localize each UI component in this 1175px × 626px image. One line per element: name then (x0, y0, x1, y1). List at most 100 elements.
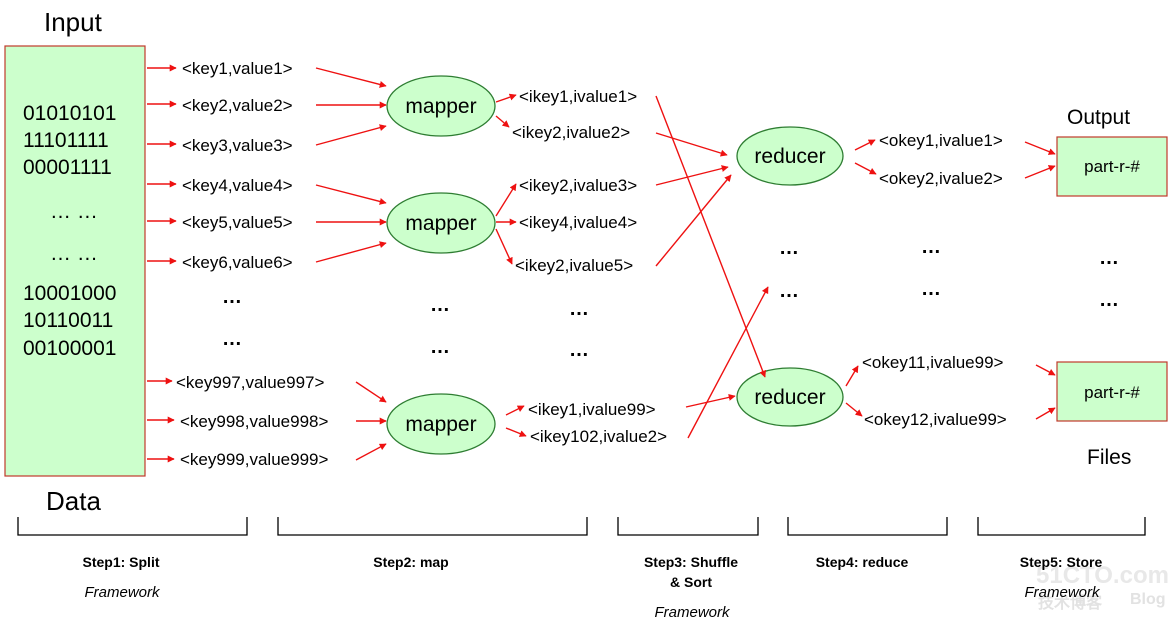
flow-arrows (147, 64, 1056, 463)
arrow-shuffle-4 (655, 174, 732, 267)
input-ellipsis-1: … … (50, 200, 98, 223)
split-kv-4: <key4,value4> (182, 176, 293, 195)
reducer-node-1 (736, 126, 844, 186)
input-binary-1: 01010101 (23, 102, 116, 125)
input-block (4, 45, 146, 477)
output-heading: Output (1067, 106, 1130, 129)
arrow-split-mapper-4 (315, 184, 387, 205)
arrow-reducer1-out1 (854, 139, 876, 151)
split-kv-999: <key999,value999> (180, 450, 328, 469)
arrow-mapper1-out2 (495, 115, 510, 128)
arrow-split-mapper-6 (315, 241, 387, 263)
mapper-label-3: mapper (405, 413, 476, 436)
reducer-label-1: reducer (754, 145, 825, 168)
split-kv-997: <key997,value997> (176, 373, 324, 392)
mapper-label-2: mapper (405, 212, 476, 235)
arrow-reducer2-out11 (845, 365, 859, 387)
watermark-sub: 技术博客 (1038, 593, 1103, 612)
input-binary-4: 10001000 (23, 282, 116, 305)
step5-label: Step5: Store (1020, 554, 1103, 570)
reduce-out-11: <okey11,ivalue99> (862, 353, 1004, 372)
reduce-out-12: <okey12,ivalue99> (864, 410, 1007, 429)
arrow-out2-part1 (1024, 165, 1056, 179)
split-kv-2: <key2,value2> (182, 96, 293, 115)
map-out-4: <ikey4,ivalue4> (519, 213, 637, 232)
input-binary-3: 00001111 (23, 156, 112, 179)
arrow-reducer2-out12 (845, 402, 863, 417)
arrow-shuffle-6 (687, 286, 769, 439)
arrow-mapper3-out6 (505, 405, 525, 416)
step4-label: Step4: reduce (816, 554, 909, 570)
step4-bracket (787, 517, 948, 536)
arrow-split-mapper-1 (315, 67, 387, 88)
mapper-node-1 (386, 75, 496, 137)
step5-bracket (977, 517, 1146, 536)
input-binary-5: 10110011 (23, 309, 113, 332)
mapper-node-3 (386, 393, 496, 455)
input-heading: Input (44, 7, 103, 37)
reducer-node-2 (736, 367, 844, 427)
arrow-mapper2-out5 (495, 228, 513, 265)
step3-bracket (617, 517, 759, 536)
split-kv-5: <key5,value5> (182, 213, 293, 232)
arrow-shuffle-1 (655, 95, 766, 378)
mapper-label-1: mapper (405, 95, 476, 118)
split-kv-998: <key998,value998> (180, 412, 328, 431)
arrow-out1-part1 (1024, 141, 1056, 155)
input-binary-6: 00100001 (23, 337, 116, 360)
step3-label: Step3: Shuffle (644, 554, 738, 570)
data-heading: Data (46, 486, 101, 516)
step5-framework: Framework (1024, 584, 1101, 601)
reduce-out-1: <okey1,ivalue1> (879, 131, 1003, 150)
step2-bracket (277, 517, 588, 536)
ellipsis-reducer-2: … (779, 280, 800, 302)
output-part-file-2 (1056, 361, 1168, 422)
ellipsis-mapout-1: … (569, 298, 590, 320)
arrow-split-mapper-3 (315, 124, 387, 146)
output-part-label-2: part-r-# (1084, 383, 1140, 402)
ellipsis-output-2: … (1099, 289, 1120, 311)
split-kv-1: <key1,value1> (182, 59, 293, 78)
arrow-mapper1-out1 (495, 93, 517, 103)
step3-framework: Framework (654, 604, 731, 621)
mapper-node-2 (386, 192, 496, 254)
ellipsis-reducer-1: … (779, 237, 800, 259)
ellipsis-redout-2: … (921, 278, 942, 300)
step3-label-2: & Sort (670, 574, 712, 590)
arrow-out11-part2 (1035, 364, 1056, 376)
map-out-2: <ikey2,ivalue2> (512, 123, 630, 142)
map-out-7: <ikey102,ivalue2> (530, 427, 667, 446)
map-out-6: <ikey1,ivalue99> (528, 400, 656, 419)
reducer-label-2: reducer (754, 386, 825, 409)
ellipsis-split-1: … (222, 286, 243, 308)
ellipsis-mapout-2: … (569, 339, 590, 361)
ellipsis-redout-1: … (921, 236, 942, 258)
map-out-5: <ikey2,ivalue5> (515, 256, 633, 275)
map-out-1: <ikey1,ivalue1> (519, 87, 637, 106)
output-part-label-1: part-r-# (1084, 157, 1140, 176)
files-heading: Files (1087, 446, 1131, 469)
output-part-file-1 (1056, 136, 1168, 197)
split-kv-3: <key3,value3> (182, 136, 293, 155)
arrow-out12-part2 (1035, 407, 1056, 420)
watermark-site: 51CTO.com (1036, 562, 1169, 589)
arrow-shuffle-5 (685, 393, 736, 408)
input-ellipsis-2: … … (50, 242, 98, 265)
ellipsis-mapper-2: … (430, 336, 451, 358)
watermark-blog: Blog (1130, 591, 1166, 608)
arrow-split-mapper-997 (355, 381, 387, 403)
reduce-out-2: <okey2,ivalue2> (879, 169, 1003, 188)
ellipsis-split-2: … (222, 328, 243, 350)
arrow-mapper2-out3 (495, 183, 517, 217)
input-binary-2: 11101111 (23, 129, 109, 152)
arrow-split-mapper-999 (355, 443, 387, 461)
ellipsis-output-1: … (1099, 247, 1120, 269)
arrow-reducer1-out2 (854, 162, 877, 175)
step1-label: Step1: Split (82, 554, 159, 570)
step2-label: Step2: map (373, 554, 448, 570)
step1-framework: Framework (84, 584, 161, 601)
arrow-shuffle-3 (655, 165, 729, 186)
split-kv-6: <key6,value6> (182, 253, 293, 272)
arrow-shuffle-2 (655, 132, 728, 157)
